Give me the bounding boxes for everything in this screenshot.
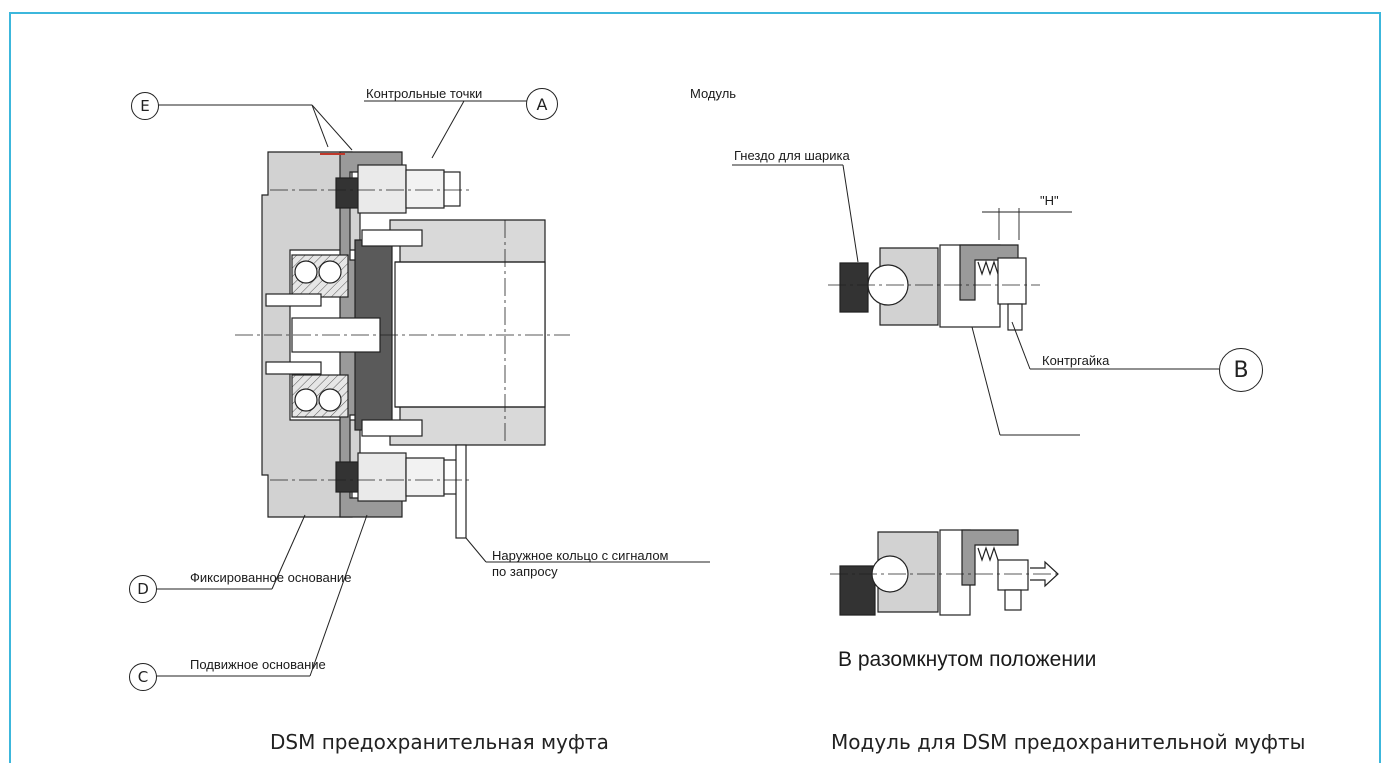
signal-ring-lever bbox=[455, 444, 467, 539]
caption-right: Модуль для DSM предохранительной муфты bbox=[831, 730, 1306, 754]
marker-e-text: E bbox=[140, 97, 150, 115]
open-ball-socket bbox=[839, 565, 876, 616]
marker-b: B bbox=[1219, 348, 1263, 392]
module-top-cap bbox=[443, 171, 461, 207]
marker-d: D bbox=[129, 575, 157, 603]
module-bottom-nut bbox=[405, 457, 445, 497]
caption-left: DSM предохранительная муфта bbox=[270, 730, 609, 754]
marker-a: A bbox=[526, 88, 558, 120]
coupling-section-drawing bbox=[156, 100, 710, 677]
module-detail-drawing bbox=[732, 164, 1219, 436]
label-h-dimension: "H" bbox=[1040, 193, 1059, 208]
ball-seat-top bbox=[335, 177, 361, 209]
label-fixed-base: Фиксированное основание bbox=[190, 570, 352, 585]
marker-b-text: B bbox=[1233, 357, 1249, 383]
label-open-position: В разомкнутом положении bbox=[838, 648, 1097, 671]
label-movable-base: Подвижное основание bbox=[190, 657, 326, 672]
ball-seat-bottom bbox=[335, 461, 361, 493]
ball-socket-body bbox=[839, 262, 869, 313]
bore bbox=[394, 261, 546, 408]
marker-d-text: D bbox=[137, 580, 149, 598]
marker-a-text: A bbox=[536, 94, 548, 114]
module-top-nut bbox=[405, 169, 445, 209]
label-outer-ring-line2: по запросу bbox=[492, 564, 558, 579]
open-position-drawing bbox=[830, 529, 1060, 616]
label-locknut: Контргайка bbox=[1042, 353, 1110, 368]
label-outer-ring: Наружное кольцо с сигналом bbox=[492, 548, 669, 563]
marker-c-text: C bbox=[137, 668, 149, 686]
spring bbox=[977, 260, 999, 276]
marker-c: C bbox=[129, 663, 157, 691]
label-module: Модуль bbox=[690, 86, 737, 101]
module-bottom-body bbox=[357, 452, 407, 502]
label-control-points: Контрольные точки bbox=[366, 86, 483, 101]
adjuster bbox=[997, 257, 1027, 305]
label-ball-socket: Гнездо для шарика bbox=[734, 148, 850, 163]
diagram-frame bbox=[9, 12, 1381, 763]
marker-e: E bbox=[131, 92, 159, 120]
locknut-part bbox=[1007, 303, 1023, 331]
module-top-body bbox=[357, 164, 407, 214]
